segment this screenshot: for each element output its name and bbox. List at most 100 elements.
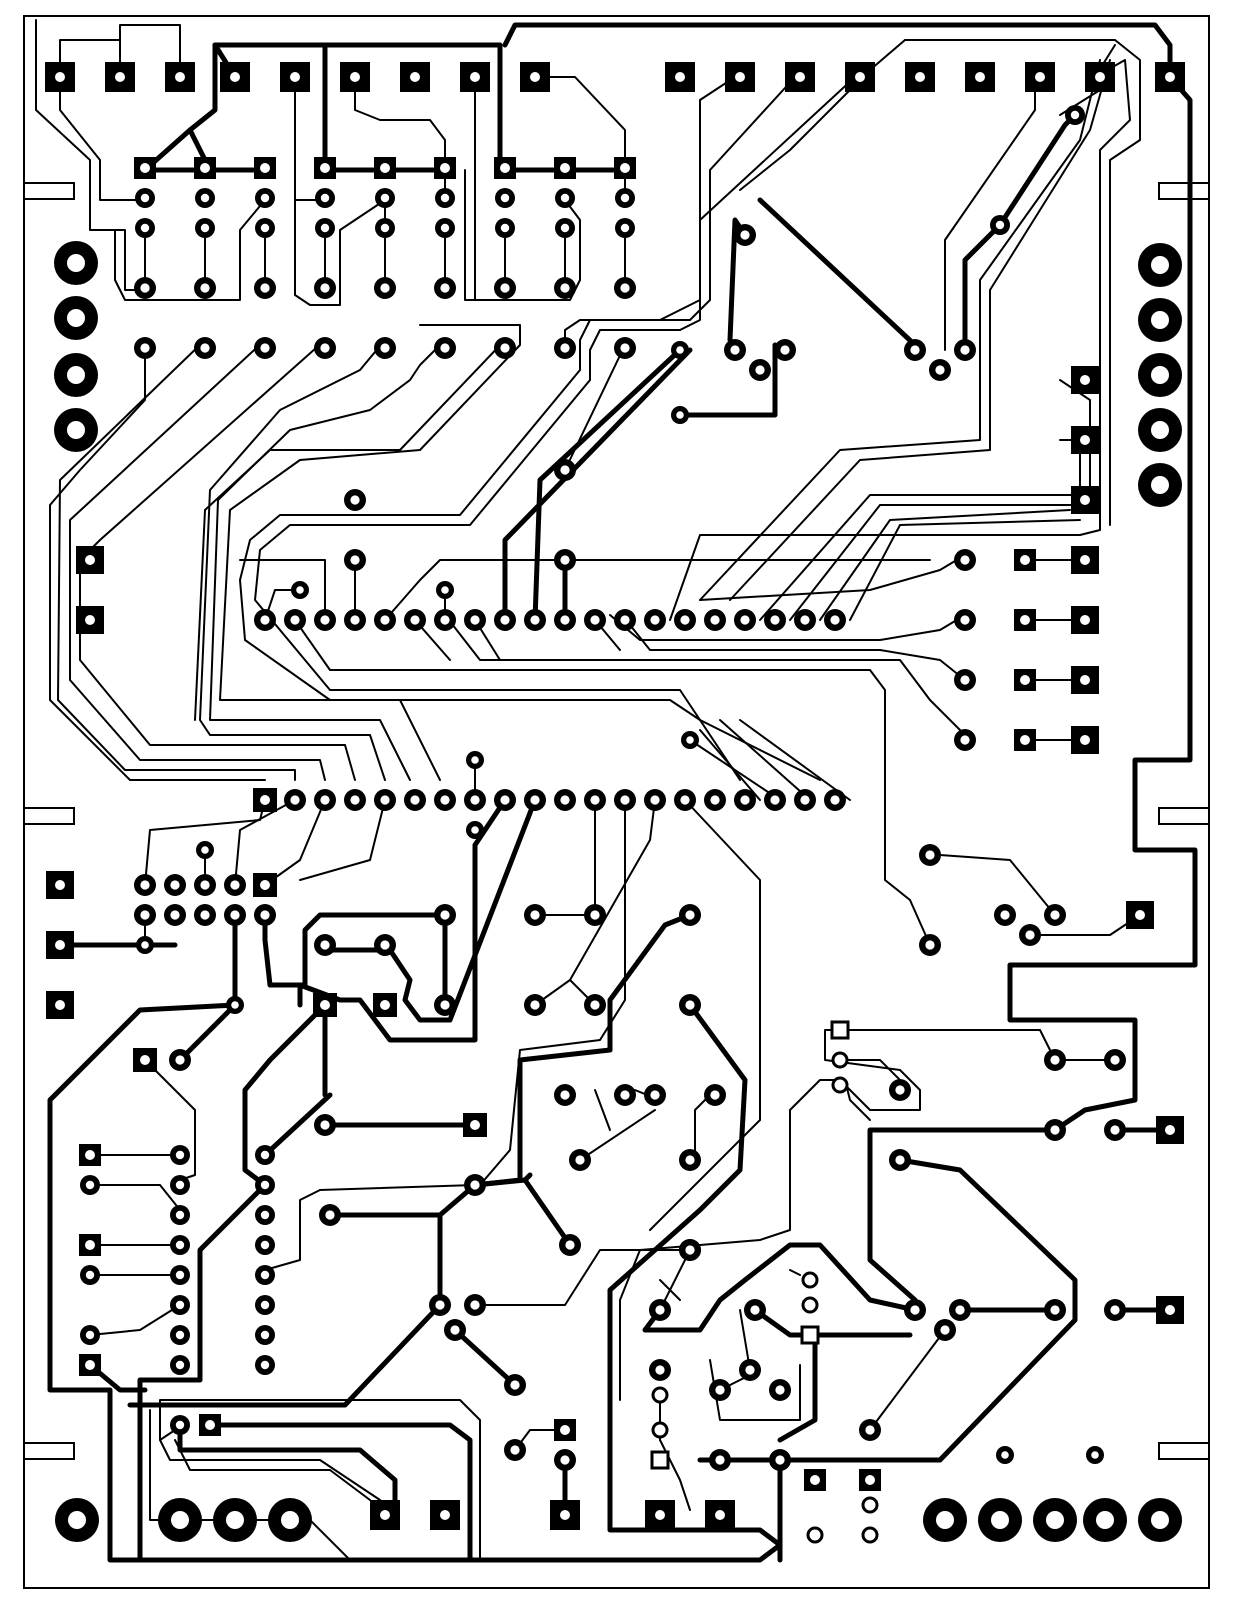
mounting-pad — [1033, 1498, 1077, 1542]
round-pad — [524, 609, 546, 631]
square-pad — [340, 62, 370, 92]
round-pad — [644, 1084, 666, 1106]
round-pad — [170, 1265, 190, 1285]
round-pad — [315, 188, 335, 208]
round-pad — [494, 277, 516, 299]
round-pad — [504, 1374, 526, 1396]
round-pad — [255, 1265, 275, 1285]
square-pad — [804, 1469, 826, 1491]
round-pad — [1044, 1049, 1066, 1071]
round-pad — [196, 841, 214, 859]
round-pad — [434, 994, 456, 1016]
mounting-pad — [213, 1498, 257, 1542]
square-pad — [313, 993, 337, 1017]
small-via — [831, 1076, 849, 1094]
square-pad — [1071, 606, 1099, 634]
round-pad — [614, 789, 636, 811]
round-pad — [954, 729, 976, 751]
square-pad — [1071, 546, 1099, 574]
round-pad — [226, 996, 244, 1014]
round-pad — [919, 844, 941, 866]
round-pad — [375, 218, 395, 238]
round-pad — [344, 609, 366, 631]
round-pad — [681, 731, 699, 749]
round-pad — [794, 609, 816, 631]
round-pad — [1104, 1119, 1126, 1141]
round-pad — [374, 277, 396, 299]
round-pad — [194, 874, 216, 896]
round-pad — [709, 1379, 731, 1401]
square-pad — [550, 1500, 580, 1530]
round-pad — [404, 609, 426, 631]
small-via — [801, 1271, 819, 1289]
round-pad — [170, 1205, 190, 1225]
round-pad — [824, 609, 846, 631]
round-pad — [466, 821, 484, 839]
round-pad — [494, 609, 516, 631]
square-pad — [965, 62, 995, 92]
round-pad — [1086, 1446, 1104, 1464]
round-pad — [859, 1419, 881, 1441]
square-pad — [905, 62, 935, 92]
round-pad — [374, 609, 396, 631]
round-pad — [1019, 924, 1041, 946]
round-pad — [674, 789, 696, 811]
round-pad — [80, 1325, 100, 1345]
round-pad — [649, 1299, 671, 1321]
round-pad — [194, 904, 216, 926]
square-pad — [554, 157, 576, 179]
square-pad — [1071, 486, 1099, 514]
round-pad — [704, 789, 726, 811]
round-pad — [614, 277, 636, 299]
round-pad — [434, 337, 456, 359]
round-pad — [170, 1415, 190, 1435]
round-pad — [344, 549, 366, 571]
round-pad — [1065, 105, 1085, 125]
round-pad — [444, 1319, 466, 1341]
round-pad — [615, 218, 635, 238]
round-pad — [170, 1355, 190, 1375]
round-pad — [314, 609, 336, 631]
small-square-pad — [830, 1020, 850, 1040]
round-pad — [224, 904, 246, 926]
round-pad — [434, 609, 456, 631]
round-pad — [494, 789, 516, 811]
round-pad — [554, 459, 576, 481]
square-pad — [665, 62, 695, 92]
round-pad — [314, 1114, 336, 1136]
square-pad — [46, 991, 74, 1019]
square-pad — [434, 157, 456, 179]
mounting-notches — [23, 182, 1210, 1460]
round-pad — [954, 609, 976, 631]
round-pad — [254, 277, 276, 299]
square-pad — [460, 62, 490, 92]
round-pad — [255, 1145, 275, 1165]
round-pad — [749, 359, 771, 381]
round-pad — [255, 1235, 275, 1255]
square-pad — [400, 62, 430, 92]
round-pad — [434, 789, 456, 811]
round-pad — [764, 789, 786, 811]
round-pad — [554, 1449, 576, 1471]
round-pad — [704, 1084, 726, 1106]
square-pad — [45, 62, 75, 92]
round-pad — [255, 1205, 275, 1225]
square-pad — [859, 1469, 881, 1491]
round-pad — [194, 277, 216, 299]
square-pad — [79, 1144, 101, 1166]
round-pad — [954, 339, 976, 361]
round-pad — [554, 277, 576, 299]
mounting-pad — [54, 241, 98, 285]
mounting-pad — [1138, 298, 1182, 342]
round-pad — [929, 359, 951, 381]
small-square-pad — [650, 1450, 670, 1470]
square-pad — [280, 62, 310, 92]
small-via — [651, 1386, 669, 1404]
round-pad — [464, 789, 486, 811]
round-pad — [224, 874, 246, 896]
mounting-pad — [1138, 463, 1182, 507]
round-pad — [679, 1149, 701, 1171]
round-pad — [170, 1325, 190, 1345]
round-pad — [554, 789, 576, 811]
